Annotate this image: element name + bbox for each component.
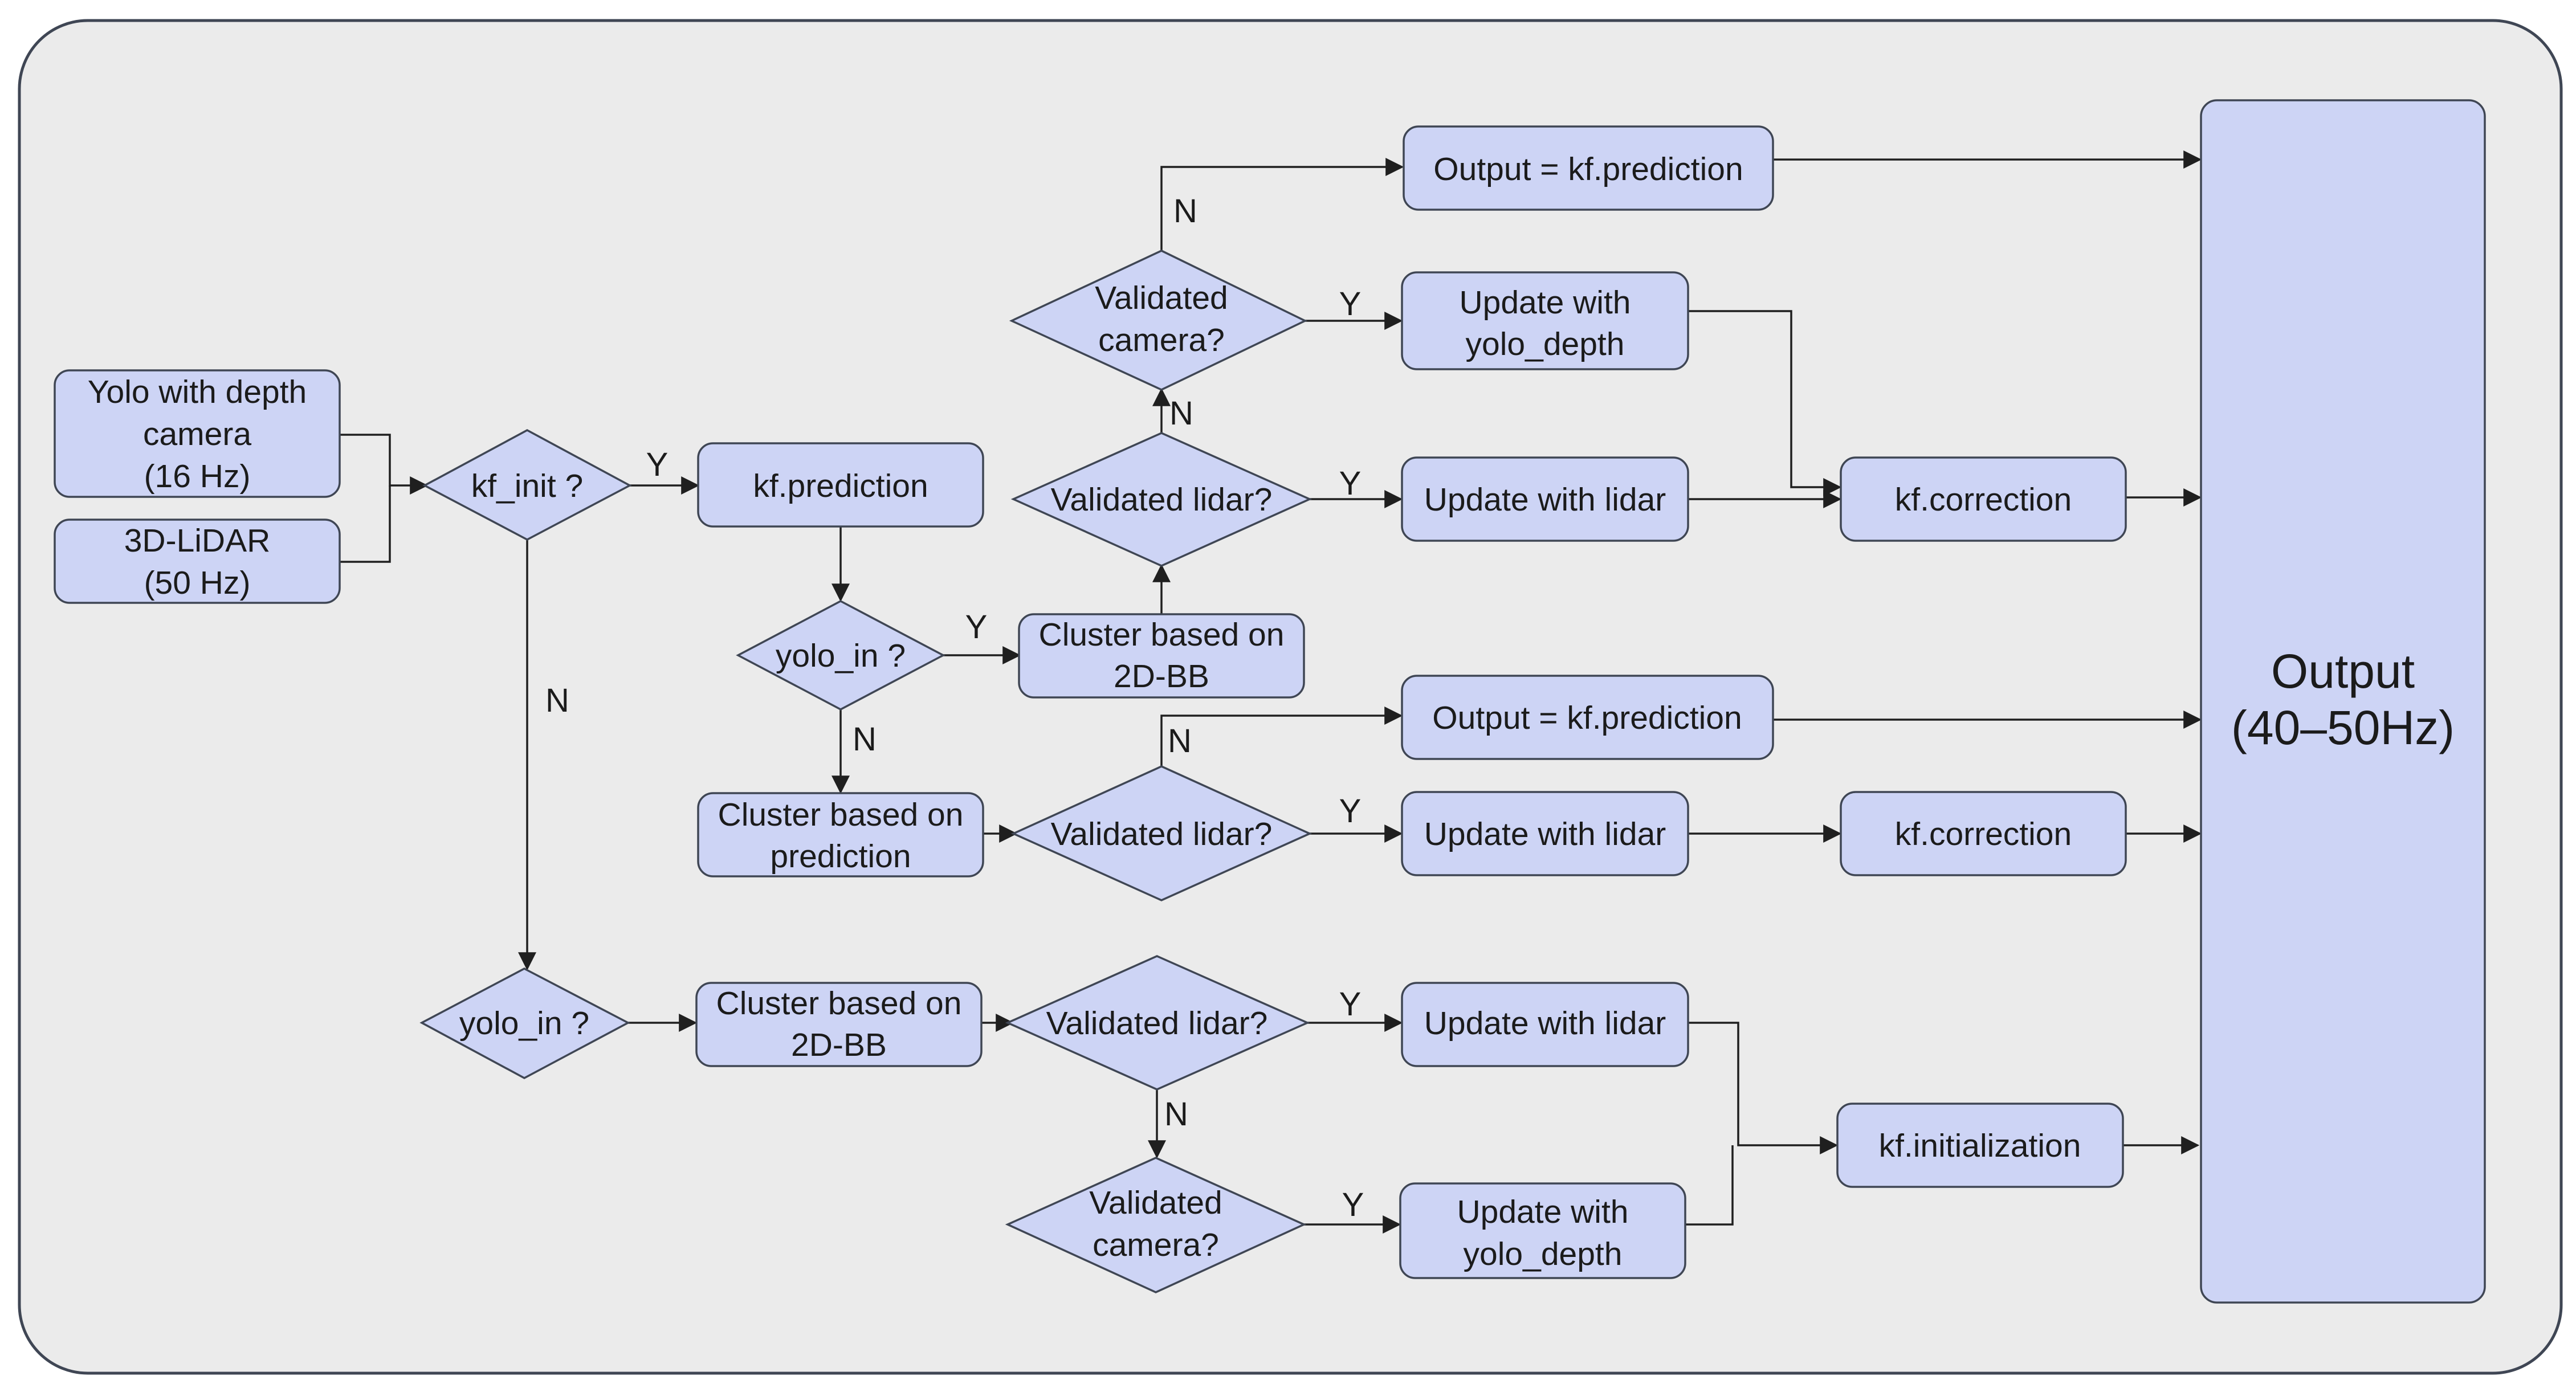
label-kf-init-yes: Y [646,446,669,483]
node-kf-correction-2: kf.correction [1840,791,2127,876]
svg-text:Validated: Validated [1089,1185,1222,1221]
svg-text:Cluster based on: Cluster based on [1039,617,1285,653]
label-val-lidar-3-no: N [1164,1096,1188,1133]
svg-text:Cluster based on: Cluster based on [716,985,962,1022]
svg-text:prediction: prediction [770,838,911,875]
node-3d-lidar: 3D-LiDAR (50 Hz) [54,519,341,604]
svg-text:kf_init ?: kf_init ? [471,468,583,504]
edge-lidar-to-kf-init [340,485,391,563]
svg-text:kf.correction: kf.correction [1895,816,2072,852]
svg-text:camera?: camera? [1093,1227,1219,1263]
node-update-yolo-depth-1: Update with yolo_depth [1401,271,1689,370]
svg-text:Cluster based on: Cluster based on [718,797,964,833]
svg-text:Output: Output [2271,644,2415,698]
node-kf-initialization: kf.initialization [1836,1103,2124,1188]
edge-labels: Y N Y N Y N Y N Y N Y N Y [545,193,1364,1223]
node-kf-prediction: kf.prediction [697,442,984,528]
edge-update-yolo-1-to-kf-correction [1688,310,1842,496]
svg-text:Validated lidar?: Validated lidar? [1046,1005,1268,1042]
svg-text:(40–50Hz): (40–50Hz) [2231,701,2455,754]
decision-val-lidar-1: Validated lidar? [1010,432,1313,567]
node-output: Output (40–50Hz) [2200,99,2486,1304]
label-val-lidar-3-yes: Y [1339,986,1362,1023]
svg-text:Validated: Validated [1095,280,1228,316]
label-val-camera-2-yes: Y [1342,1186,1364,1223]
svg-text:camera?: camera? [1098,322,1225,358]
decision-yolo-in-2: yolo_in ? [419,967,630,1079]
decision-val-camera-2: Validated camera? [1005,1157,1307,1293]
label-yolo-in-1-no: N [853,721,877,758]
edge-val-lidar-2-to-output-pred-2 [1160,707,1403,766]
connectors [340,150,2202,1234]
svg-text:(50 Hz): (50 Hz) [144,565,251,601]
svg-text:Validated lidar?: Validated lidar? [1051,816,1273,852]
node-cluster-prediction: Cluster based on prediction [697,792,984,877]
node-output-prediction-2: Output = kf.prediction [1401,675,1774,760]
svg-text:kf.prediction: kf.prediction [753,468,928,504]
node-update-yolo-depth-2: Update with yolo_depth [1399,1182,1686,1279]
decision-val-lidar-2: Validated lidar? [1010,765,1313,901]
node-kf-correction-1: kf.correction [1840,456,2127,542]
node-cluster-2dbb-1: Cluster based on 2D-BB [1018,613,1305,699]
node-update-lidar-1: Update with lidar [1401,456,1689,542]
svg-text:Update with lidar: Update with lidar [1424,1005,1666,1042]
node-yolo-camera: Yolo with depth camera (16 Hz) [54,369,341,498]
svg-text:kf.initialization: kf.initialization [1879,1128,2081,1164]
decision-yolo-in-1: yolo_in ? [736,600,945,711]
decision-val-lidar-3: Validated lidar? [1005,955,1310,1091]
svg-text:Validated lidar?: Validated lidar? [1051,481,1273,518]
svg-text:Output = kf.prediction: Output = kf.prediction [1433,151,1743,187]
svg-text:yolo_depth: yolo_depth [1466,326,1625,362]
svg-text:3D-LiDAR: 3D-LiDAR [124,522,271,559]
svg-text:2D-BB: 2D-BB [791,1027,887,1063]
edge-camera-to-kf-init [340,434,429,495]
node-update-lidar-3: Update with lidar [1401,982,1689,1067]
label-kf-init-no: N [545,682,569,719]
node-cluster-2dbb-2: Cluster based on 2D-BB [695,982,983,1067]
svg-text:(16 Hz): (16 Hz) [144,458,251,495]
nodes: Yolo with depth camera (16 Hz) 3D-LiDAR … [54,99,2486,1304]
svg-text:Update with: Update with [1457,1194,1628,1230]
svg-text:yolo_in ?: yolo_in ? [776,638,906,674]
svg-text:camera: camera [143,416,251,452]
decision-kf-init: kf_init ? [422,429,632,541]
decision-val-camera-1: Validated camera? [1009,250,1308,391]
edge-val-camera-1-to-output-pred [1160,158,1404,251]
svg-text:yolo_in ?: yolo_in ? [459,1005,589,1042]
svg-text:kf.correction: kf.correction [1895,481,2072,518]
svg-text:2D-BB: 2D-BB [1114,658,1209,695]
svg-text:yolo_depth: yolo_depth [1464,1236,1623,1272]
label-yolo-in-1-yes: Y [965,609,988,646]
edge-update-lidar-3-to-kf-initialization [1688,1022,1839,1154]
label-val-lidar-2-yes: Y [1339,793,1362,830]
svg-text:Update with: Update with [1459,284,1631,321]
svg-text:Update with lidar: Update with lidar [1424,481,1666,518]
node-output-prediction-1: Output = kf.prediction [1403,125,1774,211]
label-val-camera-1-no: N [1173,193,1197,230]
svg-text:Output = kf.prediction: Output = kf.prediction [1432,700,1742,736]
label-val-lidar-1-no: N [1169,395,1193,432]
node-update-lidar-2: Update with lidar [1401,791,1689,876]
edge-update-yolo-2-to-kf-initialization [1685,1145,1734,1226]
label-val-camera-1-yes: Y [1339,285,1362,322]
label-val-lidar-2-no: N [1168,722,1192,760]
svg-text:Update with lidar: Update with lidar [1424,816,1666,852]
svg-text:Yolo with depth: Yolo with depth [88,374,307,410]
label-val-lidar-1-yes: Y [1339,465,1362,502]
